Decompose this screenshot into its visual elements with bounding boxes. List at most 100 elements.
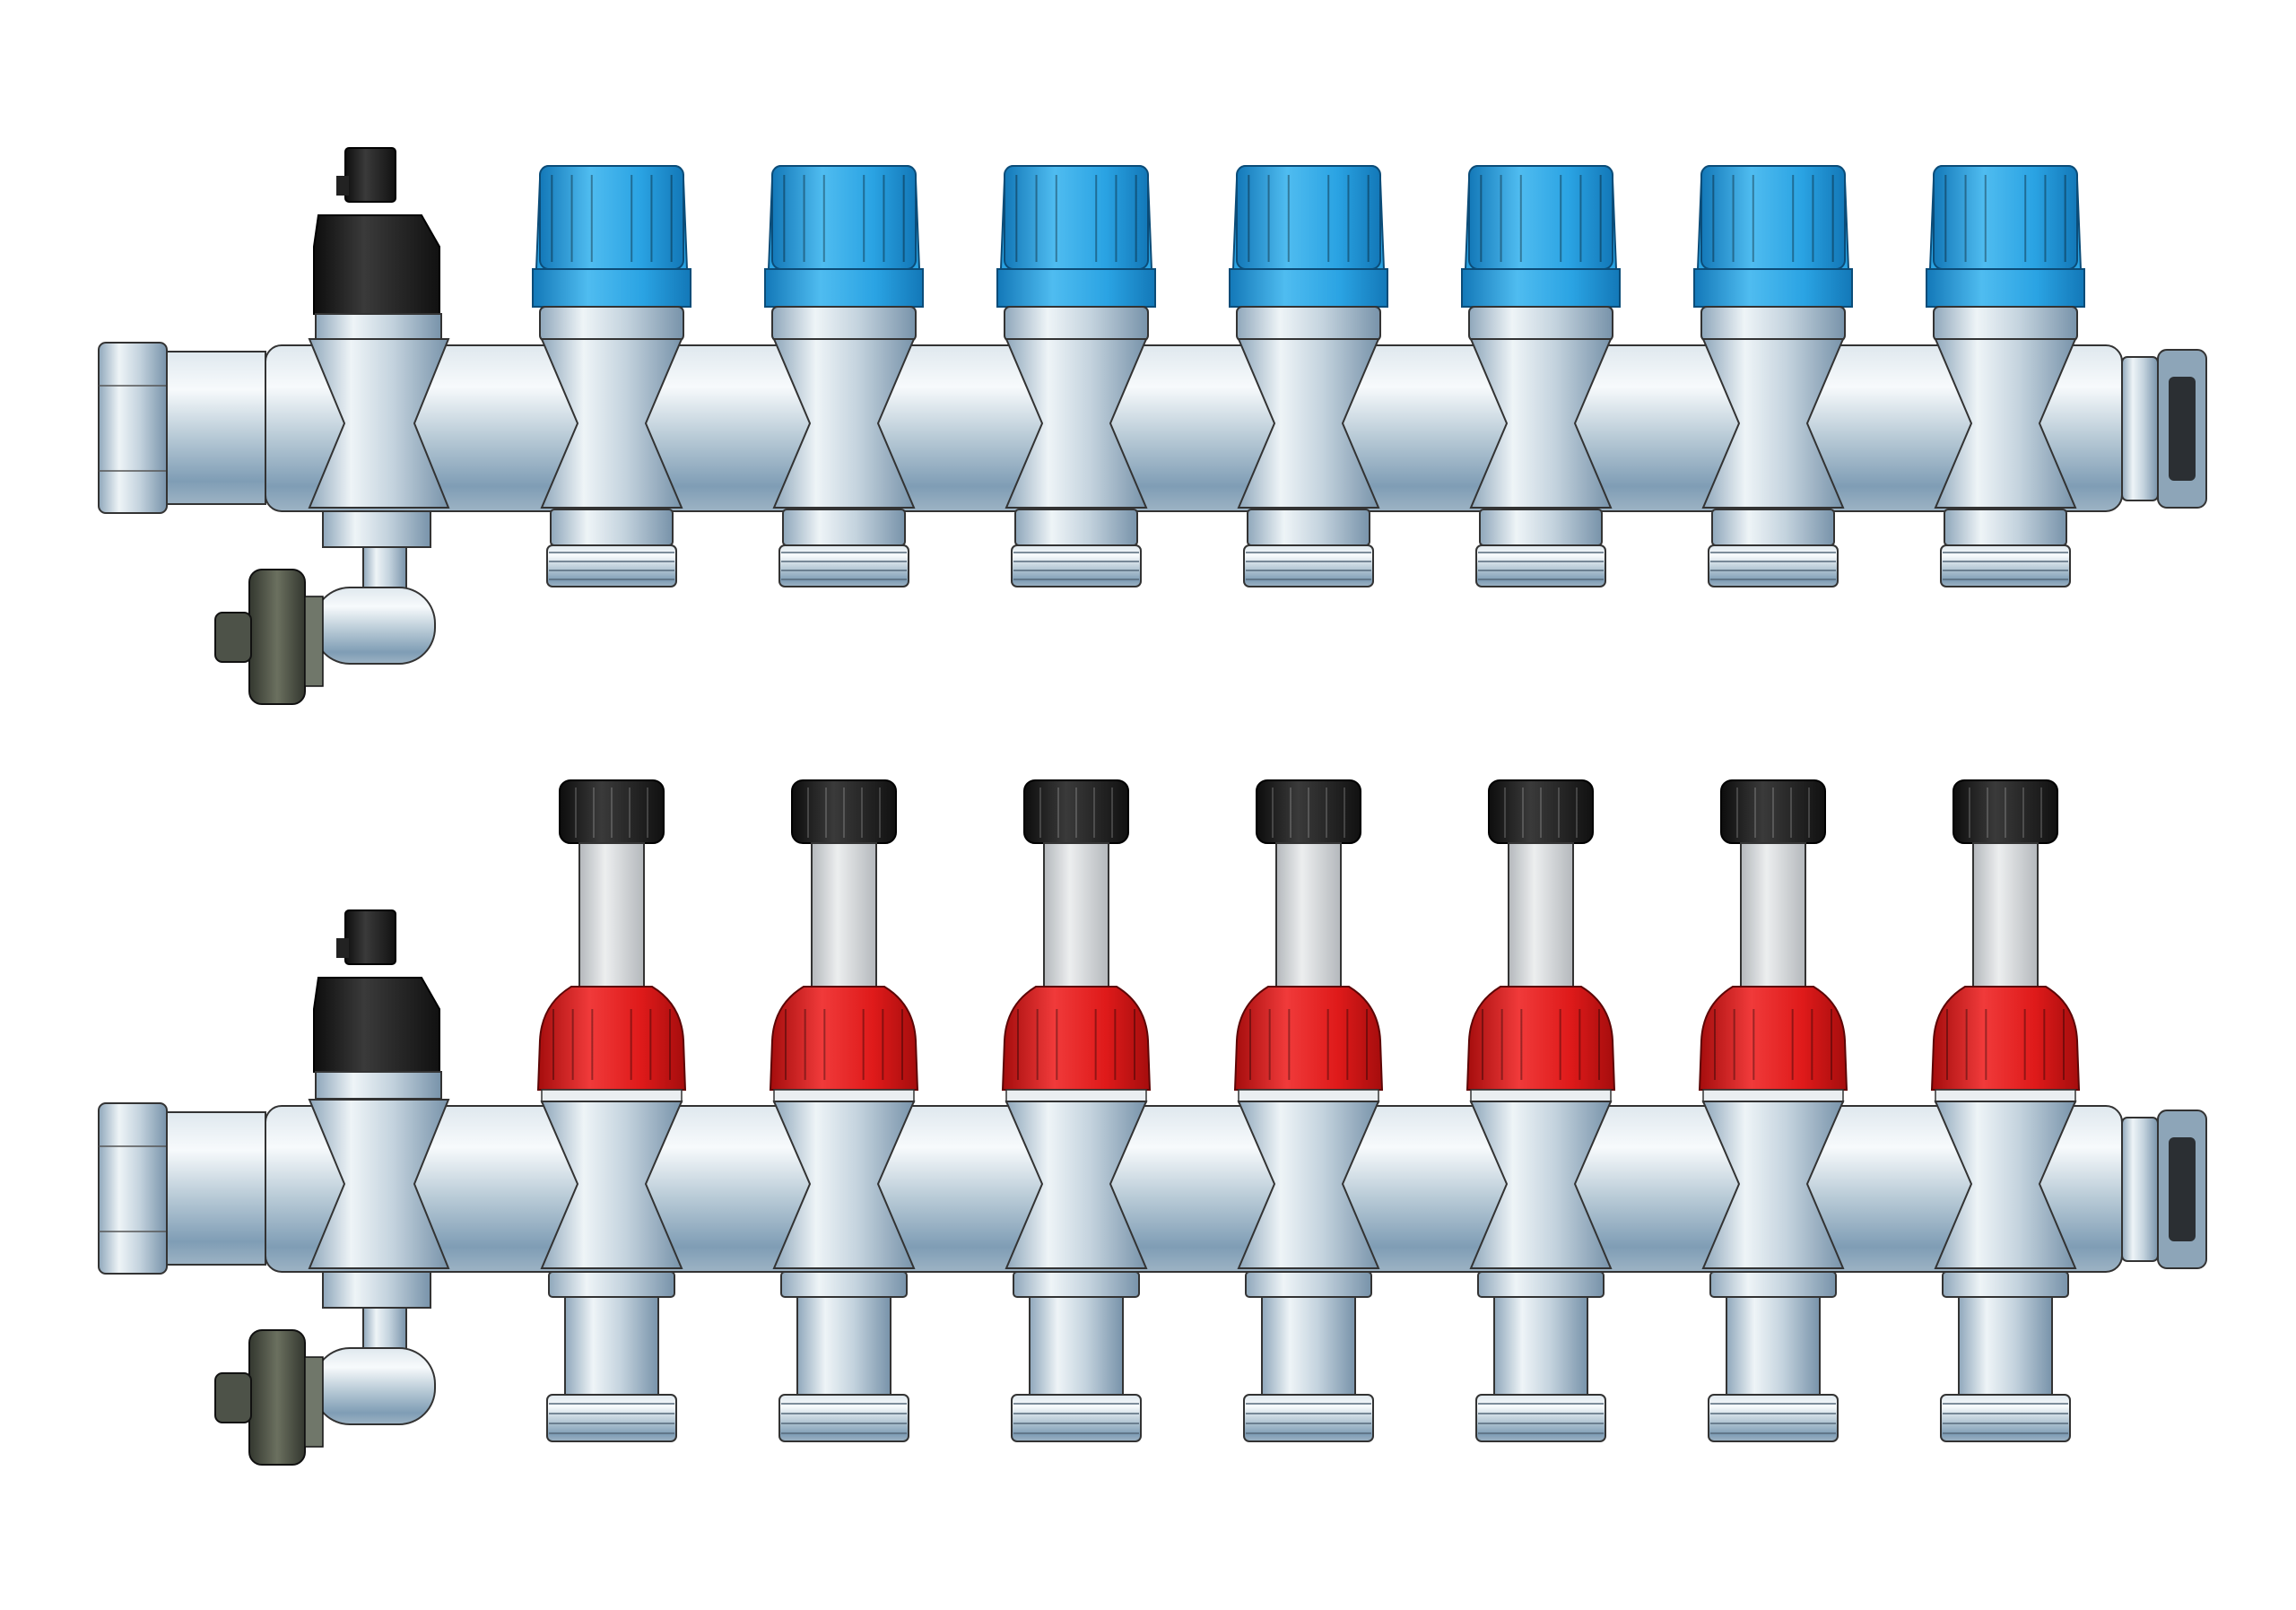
valve-body [1237, 338, 1380, 509]
valve-body [540, 338, 683, 509]
valve-body [540, 1101, 683, 1269]
black-automatic-air-vent-icon [313, 909, 442, 1100]
outlet-3 [1001, 779, 1152, 1442]
flow-meter-sight-glass [1043, 842, 1109, 988]
outlet-hex-nut [1479, 509, 1603, 546]
flow-meter-knob-icon[interactable] [1256, 779, 1361, 844]
valve-body [308, 338, 450, 509]
manifold-bar [265, 1105, 2123, 1273]
valve-body [1469, 338, 1613, 509]
blue-thermostatic-cap-icon[interactable] [1461, 165, 1621, 308]
outlet-hex-nut [550, 509, 674, 546]
valve-body [1934, 338, 2077, 509]
threaded-connector-icon [1940, 544, 2071, 587]
flow-meter-knob-icon[interactable] [1023, 779, 1129, 844]
threaded-connector-icon [1243, 544, 1374, 587]
outlet-extension-pipe [1726, 1296, 1821, 1397]
threaded-connector-icon [1475, 544, 1606, 587]
outlet-extension-pipe [1261, 1296, 1356, 1397]
return-manifold [98, 147, 2207, 705]
flow-meter-knob-icon[interactable] [1720, 779, 1826, 844]
outlet-5 [1461, 165, 1621, 587]
outlet-hex-nut [1013, 1271, 1140, 1298]
valve-body [1237, 1101, 1380, 1269]
valve-collar [1933, 306, 2078, 342]
outlet-6 [1698, 779, 1848, 1442]
outlet-row-top [532, 165, 2085, 587]
red-flow-meter-body-icon[interactable] [1465, 986, 1616, 1091]
outlet-7 [1930, 779, 2081, 1442]
outlet-hex-nut [1709, 1271, 1837, 1298]
threaded-connector-icon [778, 1394, 909, 1442]
threaded-connector-icon [546, 544, 677, 587]
black-automatic-air-vent-icon [313, 147, 442, 340]
outlet-4 [1229, 165, 1388, 587]
outlet-hex-nut [1247, 509, 1370, 546]
flow-meter-sight-glass [1972, 842, 2039, 988]
outlet-hex-nut [1942, 1271, 2069, 1298]
valve-body [1469, 1101, 1613, 1269]
hex-union-nut-icon [98, 342, 266, 514]
outlet-6 [1693, 165, 1853, 587]
red-flow-meter-body-icon[interactable] [1698, 986, 1848, 1091]
threaded-connector-icon [546, 1394, 677, 1442]
red-flow-meter-body-icon[interactable] [536, 986, 687, 1091]
manifold-bar [265, 344, 2123, 512]
outlet-extension-pipe [1958, 1296, 2053, 1397]
valve-body [1701, 338, 1845, 509]
outlet-hex-nut [780, 1271, 908, 1298]
valve-collar [1236, 306, 1381, 342]
outlet-7 [1926, 165, 2085, 587]
flow-meter-sight-glass [1508, 842, 1574, 988]
blue-thermostatic-cap-icon[interactable] [996, 165, 1156, 308]
threaded-connector-icon [1708, 544, 1839, 587]
flow-meter-sight-glass [811, 842, 877, 988]
flow-meter-sight-glass [1740, 842, 1806, 988]
outlet-extension-pipe [1493, 1296, 1588, 1397]
supply-manifold [98, 779, 2207, 1466]
flow-meter-knob-icon[interactable] [791, 779, 897, 844]
outlet-2 [764, 165, 924, 587]
outlet-hex-nut [1711, 509, 1835, 546]
blue-thermostatic-cap-icon[interactable] [1693, 165, 1853, 308]
valve-body [1701, 1101, 1845, 1269]
valve-collar [1700, 306, 1846, 342]
outlet-2 [769, 779, 919, 1442]
outlet-extension-pipe [1029, 1296, 1124, 1397]
flow-meter-knob-icon[interactable] [559, 779, 665, 844]
blue-thermostatic-cap-icon[interactable] [764, 165, 924, 308]
outlet-4 [1233, 779, 1384, 1442]
end-plug-icon [2121, 349, 2207, 509]
red-flow-meter-body-icon[interactable] [769, 986, 919, 1091]
threaded-connector-icon [778, 544, 909, 587]
red-flow-meter-body-icon[interactable] [1930, 986, 2081, 1091]
end-plug-icon [2121, 1110, 2207, 1269]
valve-body [1934, 1101, 2077, 1269]
outlet-3 [996, 165, 1156, 587]
threaded-connector-icon [1940, 1394, 2071, 1442]
valve-collar [539, 306, 684, 342]
valve-body [772, 1101, 916, 1269]
outlet-extension-pipe [796, 1296, 891, 1397]
flow-meter-knob-icon[interactable] [1952, 779, 2058, 844]
drain-fill-valve-icon [214, 1271, 436, 1466]
threaded-connector-icon [1243, 1394, 1374, 1442]
outlet-hex-nut [1014, 509, 1138, 546]
blue-thermostatic-cap-icon[interactable] [1926, 165, 2085, 308]
outlet-hex-nut [1944, 509, 2067, 546]
blue-thermostatic-cap-icon[interactable] [532, 165, 691, 308]
red-flow-meter-body-icon[interactable] [1001, 986, 1152, 1091]
blue-thermostatic-cap-icon[interactable] [1229, 165, 1388, 308]
valve-body [1004, 1101, 1148, 1269]
outlet-1 [532, 165, 691, 587]
hex-union-nut-icon [98, 1102, 266, 1275]
outlet-hex-nut [1245, 1271, 1372, 1298]
drain-fill-valve-icon [214, 510, 436, 705]
valve-body [772, 338, 916, 509]
valve-body [1004, 338, 1148, 509]
threaded-connector-icon [1011, 1394, 1142, 1442]
outlet-hex-nut [782, 509, 906, 546]
red-flow-meter-body-icon[interactable] [1233, 986, 1384, 1091]
flow-meter-knob-icon[interactable] [1488, 779, 1594, 844]
